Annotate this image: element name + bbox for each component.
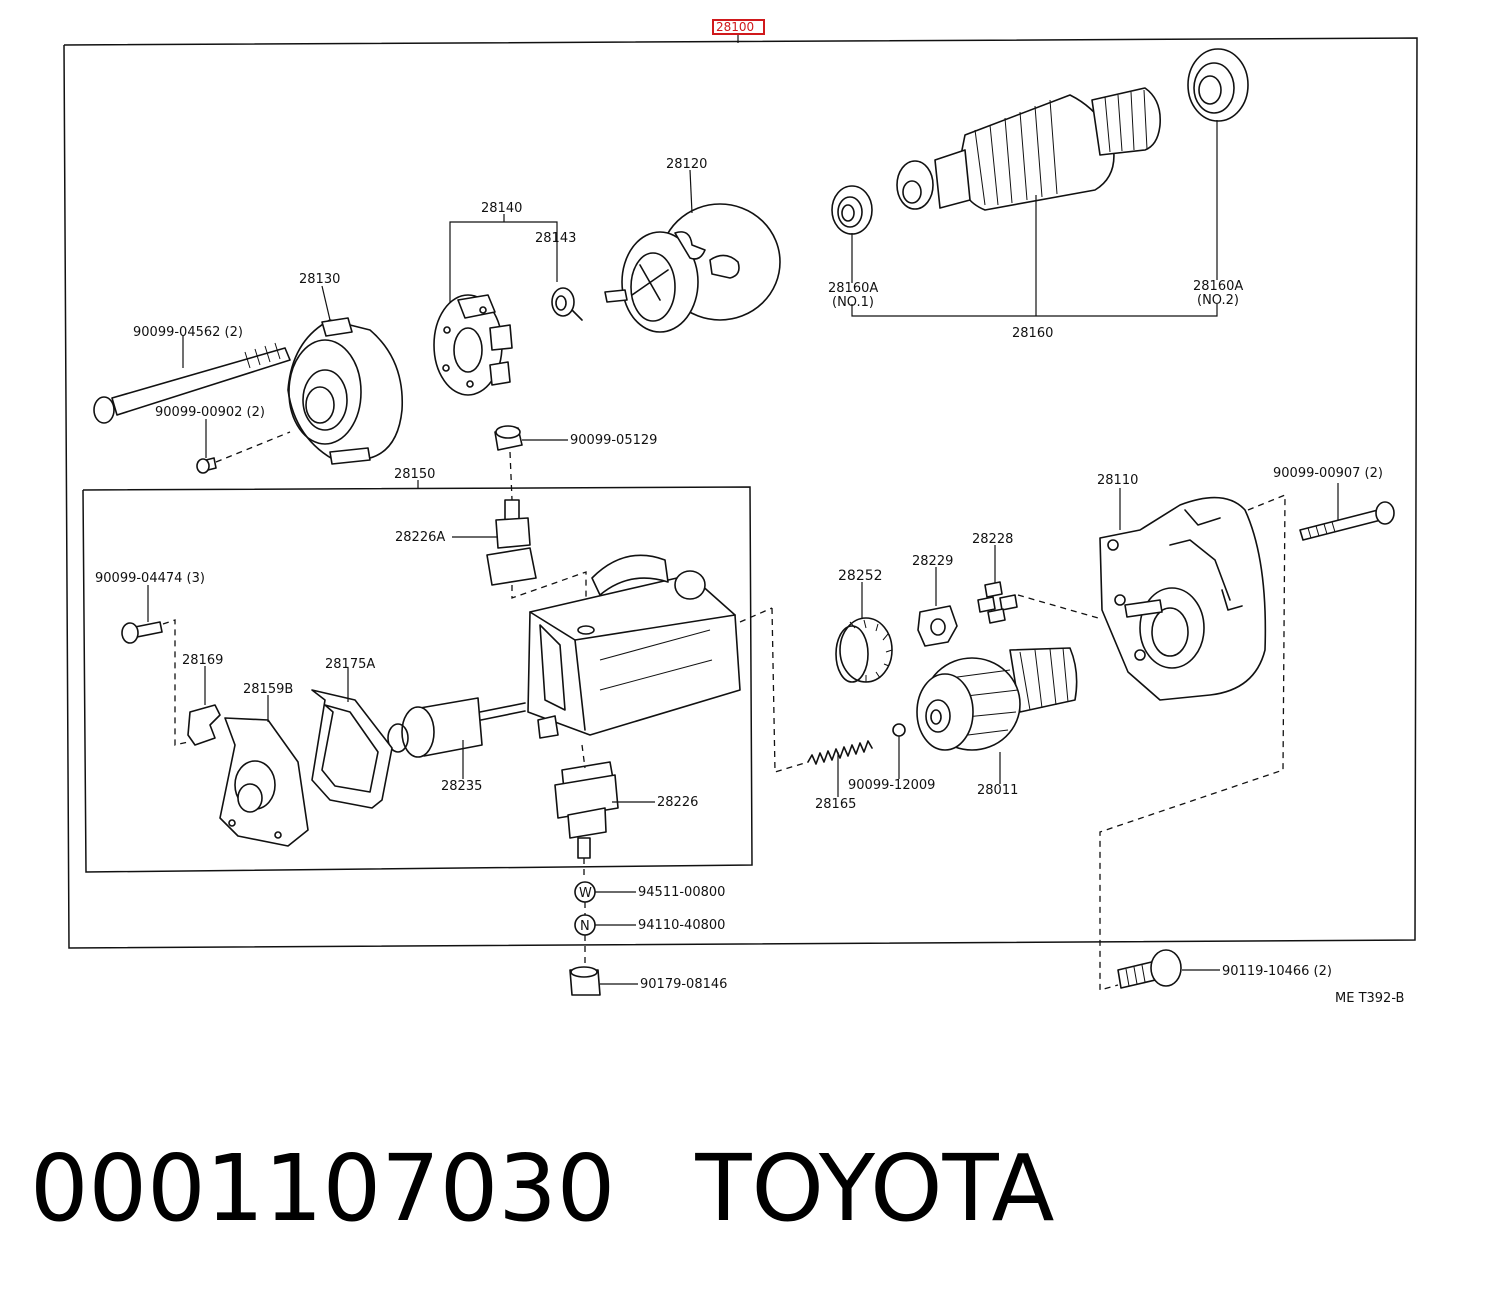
label-28160a-no1[interactable]: 28160A	[828, 281, 878, 296]
label-28252[interactable]: 28252	[838, 568, 883, 584]
through-bolt-icon	[93, 342, 291, 424]
nut-mark: N	[580, 919, 590, 934]
assembly-label-highlight	[712, 19, 765, 35]
gasket-28175a-icon	[311, 689, 393, 809]
ball-90099-12009-icon	[892, 723, 906, 737]
label-94110-40800[interactable]: 94110-40800	[638, 918, 725, 933]
label-28160[interactable]: 28160	[1012, 326, 1053, 341]
label-90099-00902[interactable]: 90099-00902 (2)	[155, 405, 265, 420]
label-94511-00800[interactable]: 94511-00800	[638, 885, 725, 900]
label-28229[interactable]: 28229	[912, 554, 953, 569]
bearing-no1-icon	[831, 185, 873, 235]
end-frame-28130-icon	[287, 285, 404, 465]
brush-holder-28140-icon	[433, 294, 513, 396]
brand-name: TOYOTA	[695, 1135, 1055, 1242]
washer-mark: W	[579, 886, 592, 901]
assembly-frame	[63, 37, 1418, 949]
label-90179-08146[interactable]: 90179-08146	[640, 977, 727, 992]
terminal-28226a-icon	[486, 499, 537, 586]
label-28169[interactable]: 28169	[182, 653, 223, 668]
gear-28252-icon	[835, 617, 893, 683]
label-28226a[interactable]: 28226A	[395, 530, 445, 545]
label-90119-10466[interactable]: 90119-10466 (2)	[1222, 964, 1332, 979]
label-90099-05129[interactable]: 90099-05129	[570, 433, 657, 448]
bearing-no2-icon	[1187, 48, 1249, 122]
label-28120[interactable]: 28120	[666, 157, 707, 172]
bolt-90119-10466-icon	[1117, 949, 1182, 989]
label-28226[interactable]: 28226	[657, 795, 698, 810]
label-28100[interactable]: 28100	[716, 20, 754, 34]
rollers-28228-icon	[977, 581, 1018, 624]
bolt-90099-00907-icon	[1299, 501, 1395, 541]
label-90099-12009[interactable]: 90099-12009	[848, 778, 935, 793]
label-28160a-no2[interactable]: 28160A	[1193, 279, 1243, 294]
label-28140[interactable]: 28140	[481, 201, 522, 216]
clip-28169-icon	[187, 704, 221, 746]
plunger-28235-icon	[387, 697, 526, 758]
cover-28159b-icon	[219, 717, 309, 847]
yoke-28120-icon	[604, 169, 781, 333]
label-28143[interactable]: 28143	[535, 231, 576, 246]
exploded-parts-diagram: 28100 28150 28160A (NO.1) 28160A (NO.2) …	[63, 19, 1418, 1006]
sheet-code: ME T392-B	[1335, 991, 1404, 1006]
label-28235[interactable]: 28235	[441, 779, 482, 794]
subassembly-frame-28150	[82, 486, 753, 873]
label-28160a-no1-note: (NO.1)	[832, 295, 874, 310]
label-28160a-no2-note: (NO.2)	[1197, 293, 1239, 308]
label-28165[interactable]: 28165	[815, 797, 856, 812]
terminal-28226-icon	[554, 761, 619, 859]
footer: 0001107030 TOYOTA	[30, 1135, 1055, 1242]
label-28011[interactable]: 28011	[977, 783, 1018, 798]
label-28110[interactable]: 28110	[1097, 473, 1138, 488]
label-28159b[interactable]: 28159B	[243, 682, 293, 697]
armature-28160-icon	[896, 87, 1162, 211]
nut-90099-05129-icon	[494, 425, 523, 451]
label-28130[interactable]: 28130	[299, 272, 340, 287]
label-90099-00907[interactable]: 90099-00907 (2)	[1273, 466, 1383, 481]
label-90099-04562[interactable]: 90099-04562 (2)	[133, 325, 243, 340]
spring-28165-icon	[807, 740, 873, 765]
drive-housing-28110-icon	[1099, 496, 1267, 701]
cap-nut-90179-08146-icon	[569, 966, 601, 996]
label-28175a[interactable]: 28175A	[325, 657, 375, 672]
retainer-28229-icon	[917, 605, 958, 647]
label-28150[interactable]: 28150	[394, 467, 435, 482]
spring-28143-icon	[551, 287, 583, 321]
small-screw-icon	[196, 457, 217, 474]
solenoid-housing-icon	[527, 554, 741, 739]
screw-90099-04474-icon	[121, 621, 163, 644]
label-28228[interactable]: 28228	[972, 532, 1013, 547]
label-90099-04474[interactable]: 90099-04474 (3)	[95, 571, 205, 586]
part-number: 0001107030	[30, 1135, 616, 1242]
clutch-28011-icon	[916, 647, 1078, 751]
